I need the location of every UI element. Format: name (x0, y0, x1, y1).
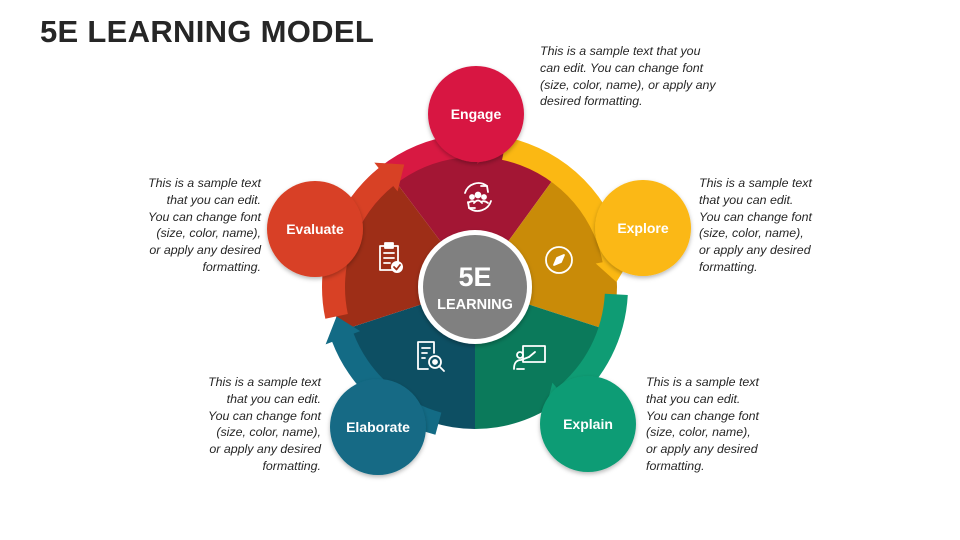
description-evaluate: This is a sample text that you can edit. Y… (148, 175, 261, 276)
description-elaborate: This is a sample text that you can edit. Y… (208, 374, 321, 475)
description-line: (size, color, name), (699, 226, 804, 241)
clipboard-check-icon (379, 242, 403, 273)
description-explain: This is a sample text that you can edit. Y… (646, 374, 759, 475)
description-line: (size, color, name), (646, 425, 751, 440)
description-line: You can change font (646, 408, 759, 423)
compass-icon (545, 246, 573, 274)
description-line: that you can edit. (226, 391, 321, 406)
node-label-explore: Explore (617, 220, 669, 236)
description-line: or apply any desired (646, 442, 758, 457)
center-subtitle: LEARNING (437, 297, 513, 313)
description-line: formatting. (646, 458, 705, 473)
description-line: This is a sample text (148, 176, 261, 190)
description-line: You can change font (208, 408, 321, 423)
description-line: or apply any desired (699, 243, 811, 258)
description-line: formatting. (699, 259, 758, 274)
description-line: You can change font (699, 209, 812, 224)
description-line: (size, color, name), (156, 226, 261, 241)
description-explore: This is a sample text that you can edit. Y… (699, 175, 812, 276)
node-label-evaluate: Evaluate (286, 221, 344, 237)
description-line: desired formatting. (540, 94, 643, 109)
node-circle-evaluate (267, 181, 363, 277)
description-line: formatting. (262, 458, 321, 473)
description-line: that you can edit. (699, 192, 794, 207)
node-explain: Explain (540, 376, 636, 472)
description-line: can edit. You can change font (540, 60, 704, 75)
node-engage: Engage (428, 66, 524, 162)
description-line: that you can edit. (646, 391, 741, 406)
node-explore: Explore (595, 180, 691, 276)
description-line: You can change font (148, 209, 261, 224)
document-magnifier-icon (417, 341, 445, 372)
node-circle-engage (428, 66, 524, 162)
page-title: 5E LEARNING MODEL (40, 14, 375, 49)
stage-icons (379, 182, 573, 372)
description-engage: This is a sample text that you can edit. … (540, 43, 716, 110)
description-line: This is a sample text (699, 176, 812, 190)
wedge-engage (389, 145, 559, 287)
team-cycle-icon (464, 182, 492, 212)
node-elaborate: Elaborate (330, 379, 426, 475)
arrow-evaluate (322, 162, 405, 319)
node-circle-explain (540, 376, 636, 472)
center-hub: 5E LEARNING (418, 230, 532, 344)
node-evaluate: Evaluate (267, 181, 363, 277)
description-line: (size, color, name), or apply any (540, 77, 716, 92)
description-line: or apply any desired (209, 442, 321, 457)
description-line: formatting. (202, 259, 261, 274)
description-line: that you can edit. (166, 192, 261, 207)
description-line: (size, color, name), (216, 425, 321, 440)
center-circle (423, 235, 527, 339)
node-label-elaborate: Elaborate (346, 419, 410, 435)
description-line: This is a sample text (208, 375, 321, 389)
description-line: This is a sample text (646, 375, 759, 389)
node-circle-elaborate (330, 379, 426, 475)
node-circle-explore (595, 180, 691, 276)
node-label-explain: Explain (563, 416, 613, 432)
center-title: 5E (458, 262, 491, 292)
node-label-engage: Engage (451, 106, 502, 122)
description-line: or apply any desired (149, 243, 261, 258)
presentation-board-icon (513, 345, 546, 370)
description-line: This is a sample text that you (540, 44, 701, 58)
